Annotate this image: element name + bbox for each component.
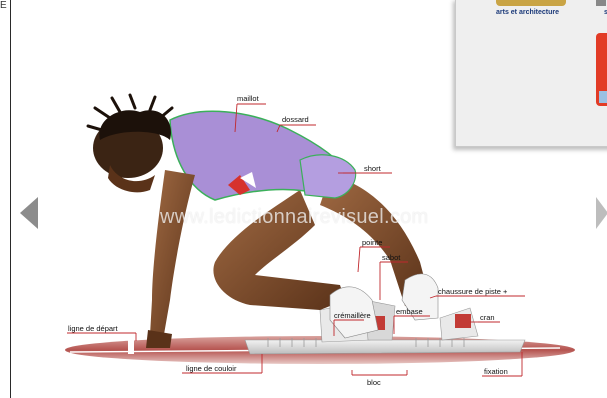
label-embase: embase [396, 307, 423, 316]
label-dossard: dossard [282, 115, 309, 124]
label-bloc: bloc [367, 378, 381, 387]
label-sabot: sabot [382, 253, 400, 262]
label-cremaillere: crémaillère [334, 311, 371, 320]
label-short: short [364, 164, 381, 173]
start-line [128, 340, 134, 354]
label-chaussure-de-piste[interactable]: chaussure de piste + [438, 287, 507, 296]
label-maillot: maillot [237, 94, 259, 103]
label-ligne-de-couloir: ligne de couloir [186, 364, 236, 373]
label-pointe: pointe [362, 238, 382, 247]
label-ligne-de-depart: ligne de départ [68, 324, 118, 333]
chevron-right-icon[interactable] [596, 197, 607, 229]
watermark: www.ledictionnairevisuel.com [160, 206, 429, 229]
block-rail [245, 340, 525, 354]
label-cran: cran [480, 313, 495, 322]
chevron-left-icon[interactable] [20, 197, 38, 229]
label-fixation: fixation [484, 367, 508, 376]
